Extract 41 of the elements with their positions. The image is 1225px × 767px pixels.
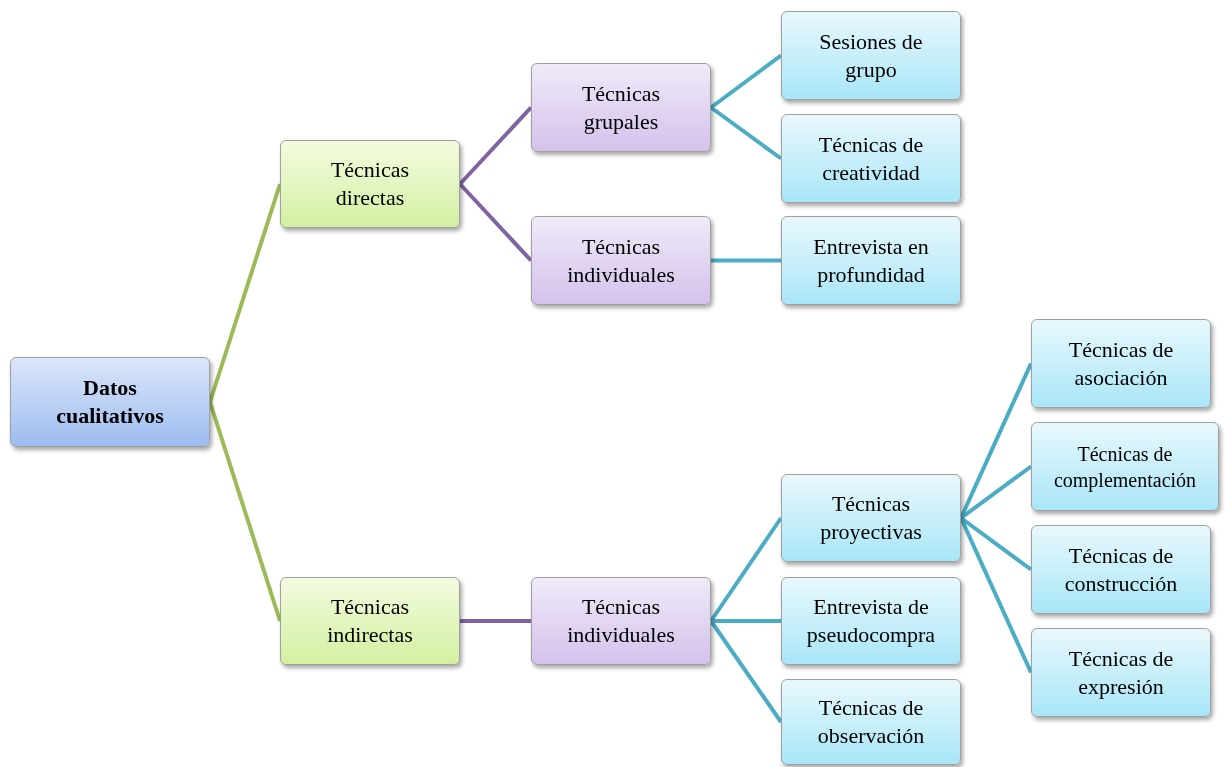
rounded-box [781,474,961,562]
node-label: Técnicas de construcción [1063,541,1179,598]
node-label: Técnicas indirectas [326,593,414,649]
rounded-box [1031,628,1211,717]
rounded-box [10,357,210,447]
rounded-box [781,216,961,305]
connector-line [458,106,533,186]
node-label: Técnicas individuales [566,232,676,289]
rounded-box [531,216,711,305]
node-label: Técnicas directas [329,156,411,212]
node-label: Técnicas individuales [566,593,676,649]
node-label: Datos cualitativos [55,374,165,430]
connector-line [709,105,783,161]
rounded-box [1031,422,1219,511]
node-label: Sesiones de grupo [818,27,924,84]
node-label: Técnicas de creatividad [817,130,925,187]
rounded-box [280,577,460,665]
connector-line [208,183,282,403]
node-label: Técnicas proyectivas [819,490,923,546]
node-label: Técnicas de asociación [1067,335,1175,392]
connector-line [711,258,781,263]
rounded-box [781,11,961,100]
rounded-box [280,140,460,228]
rounded-box [531,63,711,152]
node-label: Técnicas grupales [580,79,662,136]
connector-line [208,401,282,622]
connector-line [460,619,531,623]
rounded-box [781,577,961,665]
node-label: Técnicas de complementación [1052,441,1198,493]
connector-line [709,53,783,110]
connector-line [711,619,781,623]
rounded-box [781,679,961,765]
node-label: Entrevista en profundidad [812,232,930,289]
node-label: Entrevista de pseudocompra [805,593,937,649]
rounded-box [1031,525,1211,614]
rounded-box [531,577,711,665]
node-label: Técnicas de observación [816,694,926,750]
node-label: Técnicas de expresión [1067,644,1175,701]
rounded-box [781,114,961,203]
connector-line [458,182,533,262]
rounded-box [1031,319,1211,408]
